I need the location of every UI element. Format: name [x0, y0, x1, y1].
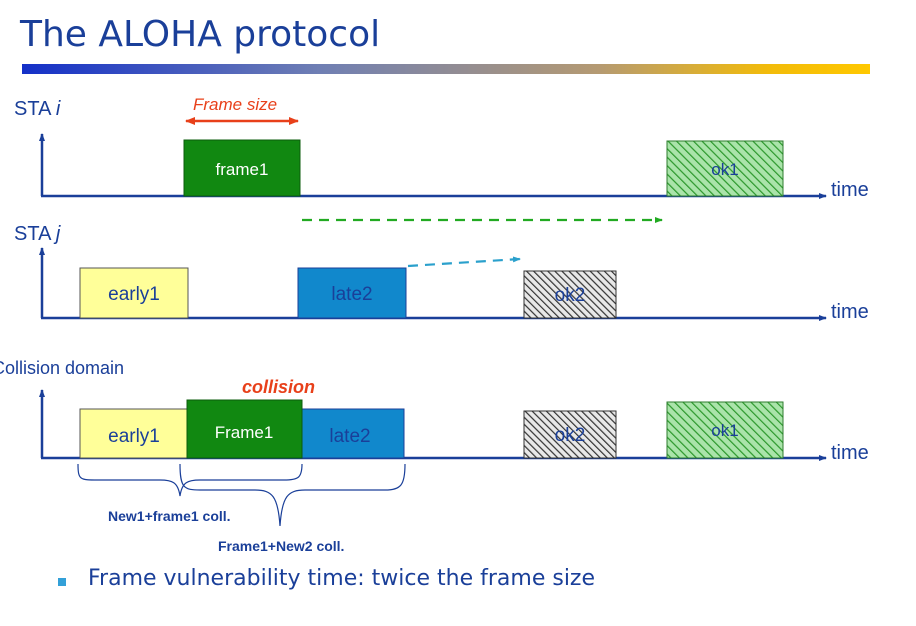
timeline-sta-j: STA j time early1 late2 ok2: [14, 223, 869, 323]
timeline-collision-domain: Collision domain time collision early1 l…: [0, 358, 869, 554]
sta-j-late2-label: late2: [331, 284, 372, 305]
sta-i-label: STA i: [14, 98, 61, 120]
collision-domain-label: Collision domain: [0, 358, 124, 378]
bullet-text: Frame vulnerability time: twice the fram…: [88, 566, 596, 591]
sta-i-time-label: time: [831, 179, 869, 201]
sta-j-early1-label: early1: [108, 284, 160, 305]
brace-new1-frame1: [77, 463, 303, 497]
cd-early1-block: early1: [79, 408, 189, 459]
frame-size-label: Frame size: [193, 95, 277, 114]
timeline-sta-i: STA i time Frame size frame1 ok1: [14, 95, 869, 223]
sta-j-label: STA j: [14, 223, 61, 245]
sta-i-frame1-label: frame1: [216, 160, 269, 179]
sta-j-time-label: time: [831, 301, 869, 323]
cd-frame1-label: Frame1: [215, 423, 274, 442]
bullet-marker: [58, 578, 66, 586]
collision-label: collision: [242, 377, 315, 397]
brace-frame1-new2: [179, 463, 406, 527]
sta-i-ok1-block: ok1: [666, 140, 784, 197]
sta-i-frame1-block: frame1: [183, 139, 301, 197]
brace1-label: New1+frame1 coll.: [108, 508, 231, 524]
cd-early1-label: early1: [108, 426, 160, 447]
cd-ok1-block: ok1: [666, 401, 784, 459]
sta-j-ok2-label: ok2: [555, 285, 586, 306]
retransmit-arrow-cyan: [407, 256, 521, 268]
brace2-label: Frame1+New2 coll.: [218, 538, 344, 554]
cd-late2-block: late2: [297, 408, 405, 459]
collision-time-label: time: [831, 442, 869, 464]
sta-i-ok1-label: ok1: [711, 160, 738, 179]
cd-ok1-label: ok1: [711, 421, 738, 440]
sta-j-ok2-block: ok2: [523, 270, 617, 319]
sta-j-late2-block: late2: [297, 267, 407, 319]
cd-frame1-block: Frame1: [186, 399, 303, 459]
cd-ok2-label: ok2: [555, 425, 586, 446]
title-underline-bar: [22, 64, 870, 74]
cd-late2-label: late2: [329, 426, 370, 447]
slide-title: The ALOHA protocol: [20, 14, 381, 55]
sta-j-early1-block: early1: [79, 267, 189, 319]
cd-ok2-block: ok2: [523, 410, 617, 459]
